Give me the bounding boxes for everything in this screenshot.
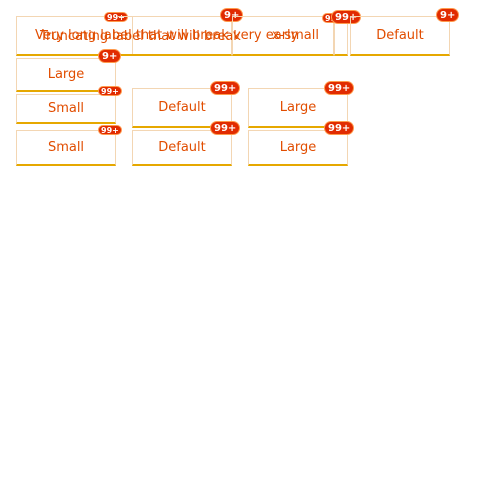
button-label: Large xyxy=(47,67,85,82)
button-label: Large xyxy=(279,140,317,155)
button-default[interactable]: Default xyxy=(350,16,450,56)
button-label: Small xyxy=(47,140,85,155)
count-badge: 99+ xyxy=(98,125,122,135)
button-label: Default xyxy=(376,28,424,43)
count-badge: 9+ xyxy=(98,49,122,63)
count-badge: 9+ xyxy=(220,8,244,22)
count-badge: 99+ xyxy=(98,86,122,96)
button-truncating-label[interactable] xyxy=(118,16,232,56)
button-default[interactable]: Default xyxy=(132,130,232,166)
button-small[interactable]: Small xyxy=(16,130,116,166)
count-badge: 99+ xyxy=(210,81,241,95)
button-label: Small xyxy=(47,101,85,116)
count-badge: 9+ xyxy=(436,8,460,22)
count-badge: 99+ xyxy=(324,81,355,95)
button-label: Default xyxy=(158,140,206,155)
button-small[interactable]: Small xyxy=(16,94,116,124)
count-badge: 99+ xyxy=(104,12,128,22)
count-badge: 99+ xyxy=(210,121,241,135)
button-label: Default xyxy=(158,100,206,115)
count-badge: 99+ xyxy=(324,121,355,135)
count-badge: 99+ xyxy=(331,10,362,24)
button-x-small[interactable]: x-small xyxy=(232,16,334,56)
button-label: x-small xyxy=(271,28,319,43)
button-label: Large xyxy=(279,100,317,115)
